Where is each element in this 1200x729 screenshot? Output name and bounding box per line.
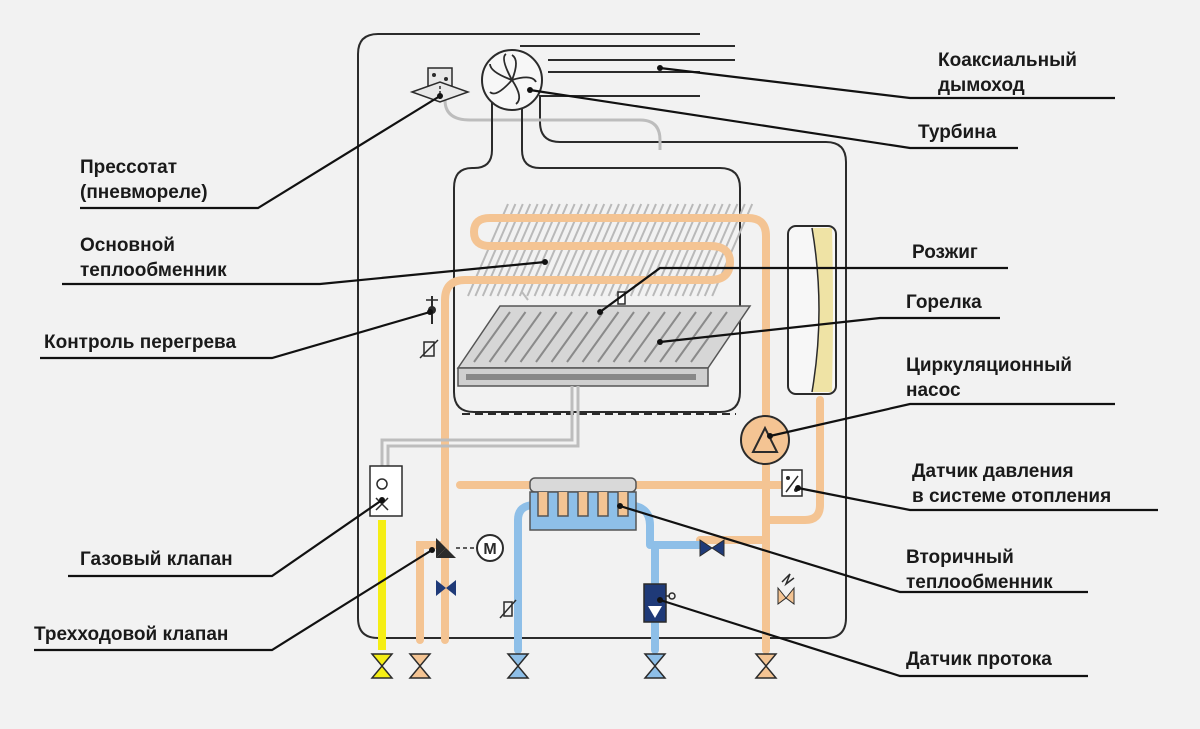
expansion-tank-icon [787,225,837,395]
boiler-casing [357,33,847,639]
shutoff-valve-heating-flow-icon [754,653,778,679]
pressostat-icon [409,67,471,103]
temperature-sensor-icon [499,599,517,619]
label-main-hx-1: Основной [80,235,175,256]
label-secondary-hx-1: Вторичный [906,547,1014,568]
gas-supply-line [380,386,574,466]
label-coaxial-flue-1: Коаксиальный [938,50,1077,71]
burner-icon [456,305,752,387]
shutoff-valve-gas-icon [370,653,394,679]
bypass-valve-icon [436,539,725,596]
overheat-sensor-icon [419,296,439,359]
label-turbine: Турбина [918,122,997,143]
label-coaxial-flue-2: дымоход [938,75,1025,96]
motor-symbol: M [483,541,496,558]
shutoff-valve-cold-in-icon [506,653,530,679]
label-burner: Горелка [906,292,982,313]
label-overheat-control: Контроль перегрева [44,332,236,353]
air-pipe [443,99,662,150]
label-pressure-sensor-1: Датчик давления [912,461,1074,482]
label-pressostat-1: Прессотат [80,157,177,178]
leader-lines [34,65,1158,678]
coaxial-flue [520,45,735,73]
label-three-way-valve: Трехходовой клапан [34,624,228,645]
circulation-pump-icon [740,415,790,465]
gas-valve-icon [369,465,403,517]
label-main-hx-2: теплообменник [80,260,227,281]
flue-duct [453,100,741,413]
secondary-heat-exchanger-icon [529,477,637,531]
label-circ-pump-2: насос [906,380,961,401]
pressure-sensor-icon [781,469,803,497]
three-way-valve-icon [436,538,476,558]
safety-valve-icon [777,573,795,605]
label-circ-pump-1: Циркуляционный [906,355,1072,376]
label-flow-sensor: Датчик протока [906,649,1052,670]
shutoff-valve-heating-return-icon [408,653,432,679]
label-secondary-hx-2: теплообменник [906,572,1053,593]
turbine-icon [481,49,543,111]
flow-sensor-icon [643,583,676,623]
label-gas-valve: Газовый клапан [80,549,233,570]
shutoff-valve-hot-out-icon [643,653,667,679]
label-pressostat-2: (пневмореле) [80,182,208,203]
label-ignition: Розжиг [912,242,978,263]
label-pressure-sensor-2: в системе отопления [912,486,1111,507]
motor-icon: M [476,534,504,562]
